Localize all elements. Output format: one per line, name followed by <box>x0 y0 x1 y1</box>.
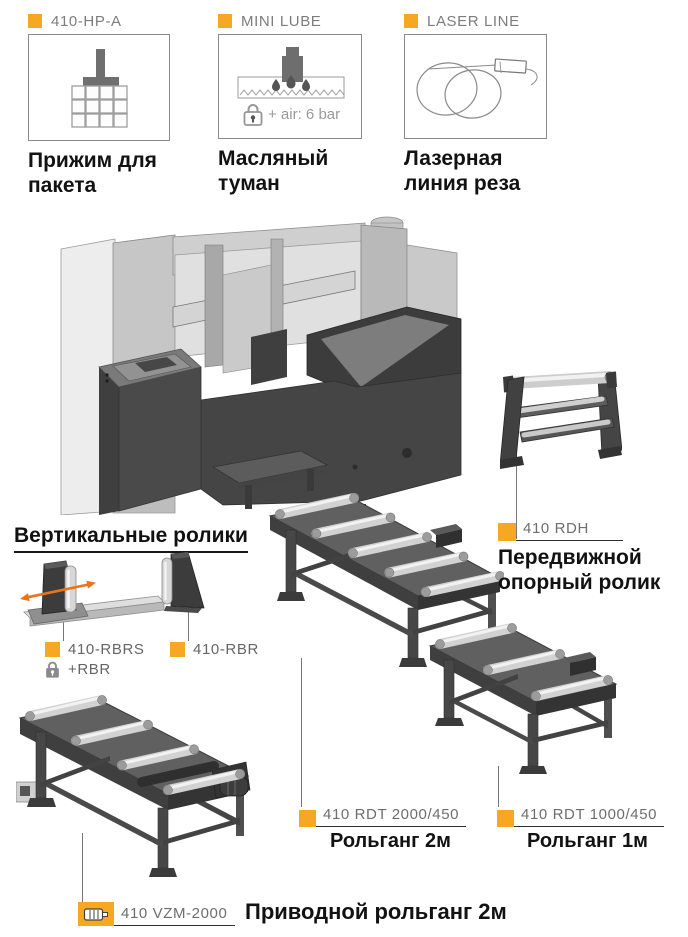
driven-conveyor-vzm-illustration <box>16 695 251 877</box>
motor-icon <box>83 907 108 921</box>
air-note-text: + air: 6 bar <box>268 106 340 123</box>
option-code: MINI LUBE <box>241 12 322 30</box>
product-code-extra: +RBR <box>68 661 111 678</box>
oil-mist-icon: + air: 6 bar <box>237 47 345 126</box>
laser-line-icon <box>416 58 538 119</box>
connector-line <box>188 598 189 641</box>
orange-marker-icon <box>498 523 516 541</box>
orange-marker-icon <box>45 642 60 657</box>
product-code: 410 VZM-2000 <box>114 905 235 926</box>
label-410-rdt-1000: 410 RDT 1000/450 Рольганг 1м <box>497 806 664 853</box>
option-code: 410-HP-A <box>51 12 122 30</box>
orange-marker-icon <box>218 14 232 28</box>
option-header: MINI LUBE <box>218 12 360 30</box>
option-laser-line: LASER LINE Лазерная линия реза <box>404 12 547 196</box>
option-code: LASER LINE <box>427 12 520 30</box>
bandsaw-machine-illustration <box>60 216 462 515</box>
connector-line <box>301 658 302 807</box>
label-410-rdh: 410 RDH Передвижной опорный ролик <box>498 520 670 595</box>
product-code: 410 RDT 2000/450 <box>316 806 466 827</box>
orange-marker-icon <box>299 810 316 827</box>
connector-line <box>82 833 83 902</box>
label-410-rdt-2000: 410 RDT 2000/450 Рольганг 2м <box>299 806 466 853</box>
product-caption: Рольганг 2м <box>330 830 451 852</box>
option-header: LASER LINE <box>404 12 545 30</box>
vertical-roller-rbrs-illustration <box>20 560 165 627</box>
option-header: 410-HP-A <box>28 12 168 30</box>
option-icon-box <box>28 34 170 141</box>
orange-marker-icon <box>28 14 42 28</box>
lock-icon <box>46 661 59 678</box>
option-icon-box <box>404 34 547 139</box>
option-mini-lube: MINI LUBE + air: 6 bar Масляный туман <box>218 12 362 196</box>
connector-line <box>63 608 64 641</box>
product-caption: Рольганг 1м <box>527 830 648 852</box>
orange-marker-icon <box>404 14 418 28</box>
motor-marker <box>78 902 114 926</box>
product-caption: Передвижной опорный ролик <box>498 546 661 594</box>
option-icon-box: + air: 6 bar <box>218 34 362 139</box>
vertical-rollers-heading: Вертикальные ролики <box>14 524 248 553</box>
lock-icon <box>243 104 263 126</box>
label-410-vzm: 410 VZM-2000 Приводной рольганг 2м <box>78 899 507 926</box>
product-code: 410 RDH <box>516 520 623 541</box>
roller-stand-rdh-illustration <box>500 371 622 469</box>
orange-marker-icon <box>170 642 185 657</box>
conveyor-2m-illustration <box>268 493 504 667</box>
option-caption: Прижим для пакета <box>28 149 157 197</box>
product-caption: Приводной рольганг 2м <box>245 899 507 924</box>
move-arrow-icon <box>20 580 96 602</box>
option-caption: Лазерная линия реза <box>404 147 521 195</box>
label-410-rbrs: 410-RBRS +RBR <box>45 641 145 678</box>
option-package-clamp: 410-HP-A Прижим для пакета <box>28 12 170 198</box>
conveyor-1m-illustration <box>428 623 618 774</box>
connector-line <box>516 452 517 539</box>
product-code: 410 RDT 1000/450 <box>514 806 664 827</box>
product-code: 410-RBR <box>193 641 259 658</box>
option-caption: Масляный туман <box>218 147 329 195</box>
package-clamp-icon <box>71 49 128 128</box>
vertical-roller-rbr-illustration <box>161 551 205 613</box>
orange-marker-icon <box>497 810 514 827</box>
product-code: 410-RBRS <box>68 641 145 658</box>
label-410-rbr: 410-RBR <box>170 641 259 658</box>
connector-line <box>498 766 499 807</box>
